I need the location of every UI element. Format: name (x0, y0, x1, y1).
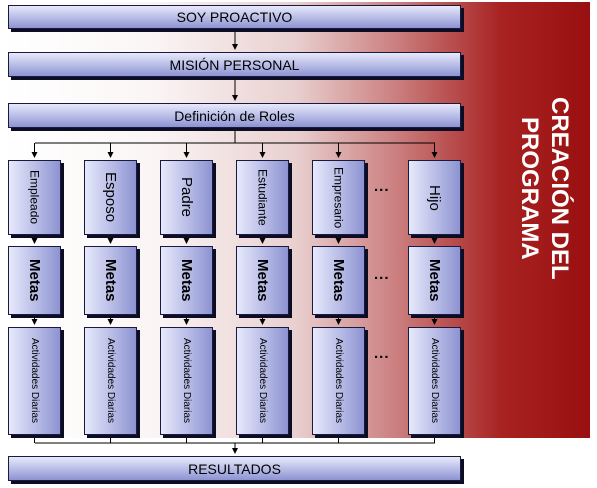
metas-box-padre: Metas (160, 246, 213, 315)
actividades-label-esposo: Actividades Diarias (105, 338, 116, 424)
actividades-label-estudiante: Actividades Diarias (257, 338, 268, 424)
resultados-label: RESULTADOS (188, 460, 281, 477)
metas-label-empleado: Metas (26, 259, 43, 302)
definicion-roles-label: Definición de Roles (174, 107, 295, 124)
soy-proactivo-box: SOY PROACTIVO (8, 5, 461, 29)
actividades-box-esposo: Actividades Diarias (84, 327, 137, 435)
role-box-hijo: Hijo (408, 160, 461, 235)
role-label-empresario: Empresario (331, 166, 346, 229)
ellipsis-metas: ... (374, 266, 390, 283)
role-label-padre: Padre (178, 177, 195, 218)
metas-label-esposo: Metas (102, 259, 119, 302)
metas-box-estudiante: Metas (236, 246, 289, 315)
role-box-padre: Padre (160, 160, 213, 235)
role-label-estudiante: Estudiante (255, 169, 270, 226)
role-label-hijo: Hijo (426, 184, 443, 211)
role-box-estudiante: Estudiante (236, 160, 289, 235)
actividades-box-estudiante: Actividades Diarias (236, 327, 289, 435)
creacion-del-programa-title: CREACIÓN DEL PROGRAMA (516, 96, 573, 280)
resultados-box: RESULTADOS (8, 456, 461, 481)
role-box-empleado: Empleado (8, 160, 61, 235)
mision-personal-box: MISIÓN PERSONAL (8, 52, 461, 77)
actividades-label-hijo: Actividades Diarias (429, 338, 440, 424)
actividades-box-empleado: Actividades Diarias (8, 327, 61, 435)
role-box-empresario: Empresario (312, 160, 365, 235)
actividades-box-padre: Actividades Diarias (160, 327, 213, 435)
actividades-box-hijo: Actividades Diarias (408, 327, 461, 435)
metas-label-hijo: Metas (426, 259, 443, 302)
actividades-label-empleado: Actividades Diarias (29, 338, 40, 424)
role-box-esposo: Esposo (84, 160, 137, 235)
metas-box-esposo: Metas (84, 246, 137, 315)
mision-personal-label: MISIÓN PERSONAL (169, 56, 300, 73)
metas-box-empleado: Metas (8, 246, 61, 315)
metas-label-empresario: Metas (330, 259, 347, 302)
soy-proactivo-label: SOY PROACTIVO (176, 9, 293, 25)
ellipsis-roles: ... (374, 178, 390, 195)
metas-label-estudiante: Metas (254, 259, 271, 302)
ellipsis-actividades: ... (374, 345, 390, 362)
actividades-box-empresario: Actividades Diarias (312, 327, 365, 435)
role-label-empleado: Empleado (27, 170, 42, 225)
actividades-label-empresario: Actividades Diarias (333, 338, 344, 424)
role-label-esposo: Esposo (102, 172, 119, 223)
actividades-label-padre: Actividades Diarias (181, 338, 192, 424)
metas-box-hijo: Metas (408, 246, 461, 315)
metas-box-empresario: Metas (312, 246, 365, 315)
metas-label-padre: Metas (178, 259, 195, 302)
definicion-roles-box: Definición de Roles (8, 103, 461, 128)
